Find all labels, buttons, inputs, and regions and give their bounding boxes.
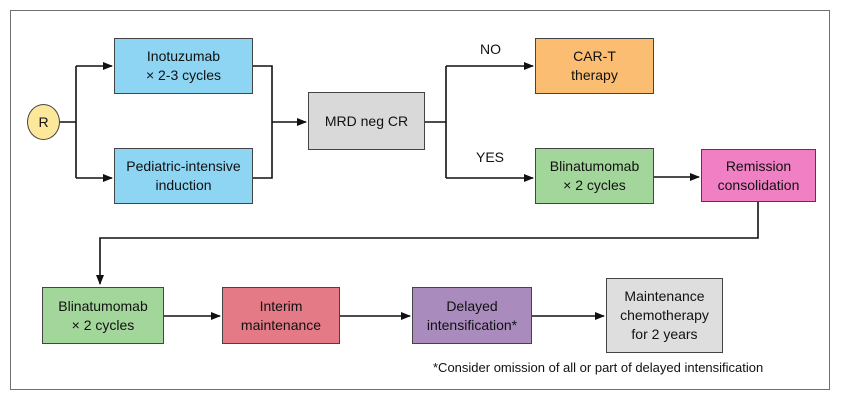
edge-inotuzumab-out [252, 65, 273, 122]
node-delayed-line-1: Delayed [446, 297, 498, 314]
edge-label-yes: YES [476, 149, 505, 165]
node-cart-line-1: CAR-T [573, 48, 616, 64]
node-interim-line-1: Interim [259, 297, 303, 314]
node-maintenance-chemotherapy: Maintenance chemotherapy for 2 years [606, 278, 723, 353]
node-maintenance-line-2: chemotherapy [620, 307, 709, 323]
node-pediatric-line-2: induction [155, 177, 212, 193]
node-blinatumomab-2: Blinatumomab × 2 cycles [42, 287, 164, 344]
node-blina2-line-2: × 2 cycles [71, 316, 135, 333]
node-blina1-line-1: Blinatumomab [549, 158, 640, 174]
node-pediatric-line-1: Pediatric-intensive [126, 158, 241, 174]
node-mrd-neg-cr: MRD neg CR [308, 92, 425, 150]
node-remission-consolidation: Remission consolidation [701, 149, 816, 202]
node-interim-line-2: maintenance [240, 316, 322, 333]
node-remission-line-1: Remission [725, 157, 792, 174]
edge-mrd-split [424, 66, 447, 178]
node-blina2-line-1: Blinatumomab [58, 297, 148, 314]
node-blinatumomab-1: Blinatumomab × 2 cycles [535, 148, 654, 204]
node-delayed-intensification: Delayed intensification* [412, 287, 532, 344]
edge-remission-to-blina2 [96, 201, 759, 285]
node-blina1-line-2: × 2 cycles [563, 177, 626, 193]
edge-r-split [59, 66, 77, 178]
node-cart-line-2: therapy [571, 67, 618, 83]
node-pediatric-induction: Pediatric-intensive induction [114, 148, 253, 204]
node-maintenance-line-3: for 2 years [631, 326, 698, 342]
edge-pediatric-out [252, 122, 273, 179]
node-inotuzumab: Inotuzumab × 2-3 cycles [114, 38, 253, 94]
node-remission-line-2: consolidation [717, 176, 800, 193]
node-maintenance-line-1: Maintenance [624, 288, 705, 304]
diagram-frame [10, 10, 830, 390]
node-delayed-line-2: intensification* [426, 316, 518, 333]
node-mrd-line-1: MRD neg CR [324, 112, 409, 129]
node-inotuzumab-line-2: × 2-3 cycles [145, 67, 222, 83]
node-inotuzumab-line-1: Inotuzumab [146, 48, 221, 64]
node-interim-maintenance: Interim maintenance [222, 287, 340, 344]
footnote: *Consider omission of all or part of del… [433, 360, 764, 375]
start-node-r: R [27, 104, 60, 140]
node-car-t-therapy: CAR-T therapy [535, 38, 654, 94]
start-node-label: R [38, 114, 49, 130]
edge-label-no: NO [480, 41, 501, 57]
